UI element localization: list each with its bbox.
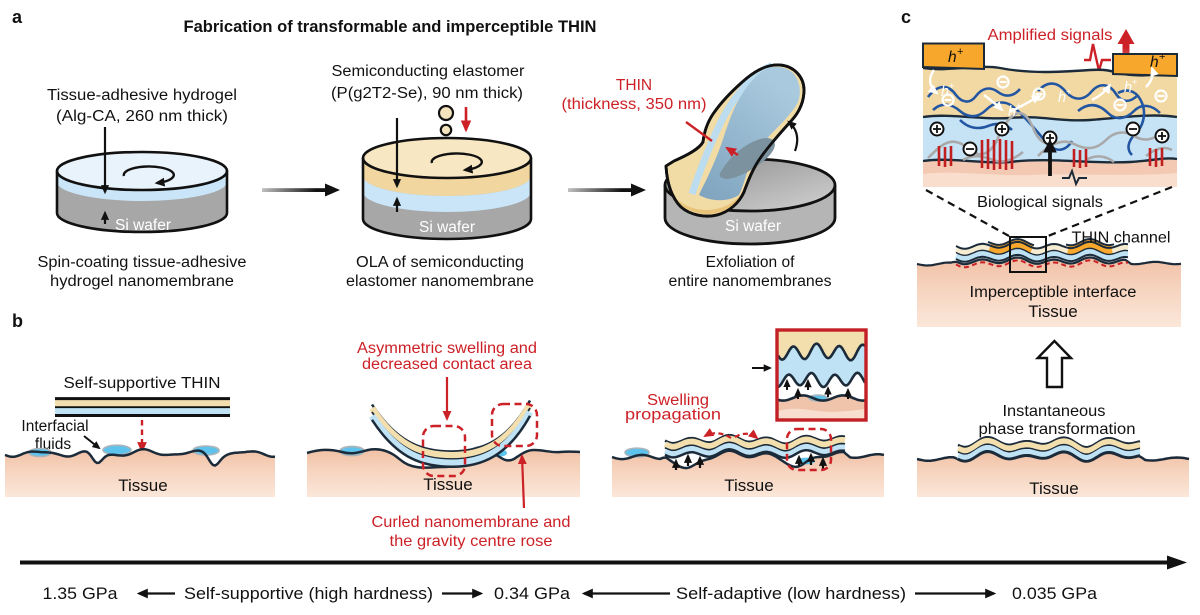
svg-text:phase transformation: phase transformation xyxy=(979,421,1136,438)
svg-text:Asymmetric swelling and: Asymmetric swelling and xyxy=(357,340,537,357)
svg-text:Self-supportive (high hardness: Self-supportive (high hardness) xyxy=(184,584,433,603)
svg-text:+: + xyxy=(1159,51,1165,63)
svg-text:(Alg-CA, 260 nm thick): (Alg-CA, 260 nm thick) xyxy=(56,108,228,125)
svg-text:c: c xyxy=(901,7,911,27)
svg-text:Exfoliation of: Exfoliation of xyxy=(706,254,795,271)
svg-text:h: h xyxy=(948,49,957,66)
svg-text:(P(g2T2-Se), 90 nm thick): (P(g2T2-Se), 90 nm thick) xyxy=(331,85,523,102)
svg-text:h: h xyxy=(1124,80,1132,96)
svg-text:h: h xyxy=(1150,54,1159,71)
svg-text:+: + xyxy=(949,81,955,92)
svg-text:hydrogel nanomembrane: hydrogel nanomembrane xyxy=(50,273,234,290)
svg-text:h: h xyxy=(1058,90,1066,106)
svg-text:Si wafer: Si wafer xyxy=(115,217,171,234)
svg-text:Instantaneous: Instantaneous xyxy=(1003,403,1106,420)
svg-text:Biological signals: Biological signals xyxy=(977,194,1103,211)
svg-text:the gravity centre rose: the gravity centre rose xyxy=(390,533,553,550)
svg-text:Tissue: Tissue xyxy=(724,476,773,495)
svg-text:Amplified signals: Amplified signals xyxy=(988,27,1113,44)
svg-text:+: + xyxy=(1132,77,1138,88)
svg-text:0.035 GPa: 0.035 GPa xyxy=(1012,584,1098,603)
svg-text:elastomer nanomembrane: elastomer nanomembrane xyxy=(346,273,534,290)
svg-text:decreased contact area: decreased contact area xyxy=(362,356,532,373)
svg-text:Curled nanomembrane and: Curled nanomembrane and xyxy=(372,514,571,531)
svg-text:Self-adaptive (low hardness): Self-adaptive (low hardness) xyxy=(676,584,906,603)
svg-text:THIN: THIN xyxy=(616,77,652,94)
svg-text:h: h xyxy=(941,84,949,100)
svg-text:Fabrication of transformable a: Fabrication of transformable and imperce… xyxy=(184,18,597,36)
svg-text:Tissue: Tissue xyxy=(118,476,167,495)
svg-text:Self-supportive THIN: Self-supportive THIN xyxy=(64,375,221,392)
svg-text:Interfacial: Interfacial xyxy=(21,418,88,435)
svg-text:(thickness, 350 nm): (thickness, 350 nm) xyxy=(562,96,707,113)
svg-text:+: + xyxy=(1066,87,1072,98)
svg-text:Si wafer: Si wafer xyxy=(419,219,475,236)
svg-text:Si wafer: Si wafer xyxy=(725,218,781,235)
svg-text:entire nanomembranes: entire nanomembranes xyxy=(669,273,832,290)
svg-text:1.35 GPa: 1.35 GPa xyxy=(43,584,119,603)
svg-text:Spin-coating tissue-adhesive: Spin-coating tissue-adhesive xyxy=(38,254,247,271)
svg-text:Swelling: Swelling xyxy=(647,392,709,409)
svg-text:Tissue: Tissue xyxy=(1028,302,1077,321)
svg-text:Semiconducting elastomer: Semiconducting elastomer xyxy=(332,63,525,80)
svg-text:propagation: propagation xyxy=(625,407,721,424)
svg-text:Tissue-adhesive hydrogel: Tissue-adhesive hydrogel xyxy=(47,87,237,104)
svg-text:a: a xyxy=(12,7,23,27)
svg-text:b: b xyxy=(12,311,23,331)
svg-text:0.34 GPa: 0.34 GPa xyxy=(494,584,571,603)
svg-text:Imperceptible interface: Imperceptible interface xyxy=(970,284,1137,301)
svg-text:+: + xyxy=(1016,101,1022,112)
svg-text:+: + xyxy=(957,46,963,58)
svg-text:OLA of semiconducting: OLA of semiconducting xyxy=(356,254,524,271)
svg-text:h: h xyxy=(1008,104,1016,120)
svg-text:Tissue: Tissue xyxy=(1029,479,1078,498)
svg-text:THIN channel: THIN channel xyxy=(1072,230,1171,247)
svg-text:Tissue: Tissue xyxy=(423,475,472,494)
